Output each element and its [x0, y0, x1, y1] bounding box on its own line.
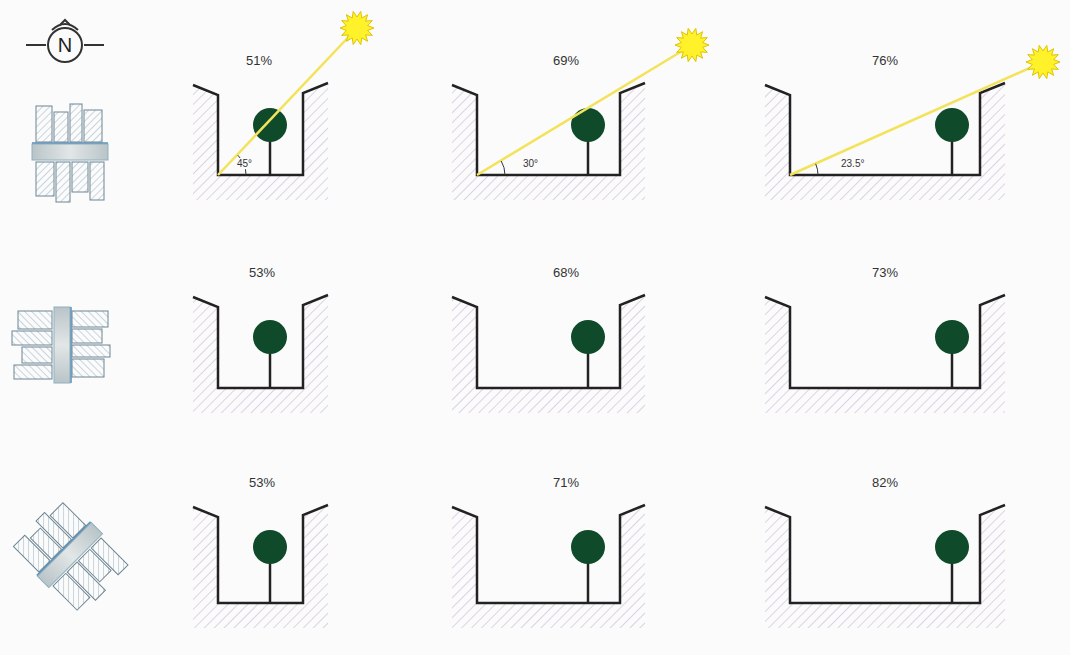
angle-arc	[816, 164, 818, 175]
ground-hatch	[452, 505, 645, 628]
building-block	[72, 345, 110, 357]
building-block	[72, 311, 108, 327]
street-section	[765, 295, 1005, 388]
tree-crown	[571, 530, 605, 564]
block-icon	[9, 494, 132, 617]
street-section	[452, 83, 645, 175]
percentage-label: 71%	[553, 475, 579, 490]
street-band	[54, 307, 70, 383]
building-block	[72, 329, 102, 343]
street-section	[452, 295, 645, 388]
ground-hatch	[193, 505, 328, 628]
building-block	[72, 359, 104, 377]
street-edge	[70, 307, 72, 383]
angle-arc	[501, 161, 505, 175]
street-edge	[37, 522, 91, 576]
street-section	[193, 505, 328, 603]
north-letter: N	[58, 34, 72, 57]
percentage-label: 51%	[246, 53, 272, 68]
percentage-label: 73%	[872, 265, 898, 280]
tree-crown	[935, 320, 969, 354]
block-icon	[32, 104, 108, 202]
percentage-label: 53%	[249, 265, 275, 280]
angle-label: 30°	[522, 158, 539, 169]
tree-crown	[253, 320, 287, 354]
building-block	[18, 311, 52, 329]
ground-hatch	[765, 83, 1005, 200]
building-block	[91, 538, 128, 575]
angle-label: 45°	[236, 158, 253, 169]
percentage-label: 82%	[872, 475, 898, 490]
building-block	[54, 112, 68, 142]
sun-ray	[790, 62, 1043, 175]
street-section	[452, 505, 645, 603]
building-block	[36, 162, 54, 196]
block-icon	[12, 307, 110, 383]
ground-hatch	[193, 295, 328, 413]
tree-crown	[935, 530, 969, 564]
street-band	[32, 144, 108, 160]
tree-crown	[571, 108, 605, 142]
tree-crown	[935, 108, 969, 142]
building-block	[70, 104, 82, 142]
sun	[340, 11, 374, 44]
sun	[675, 28, 709, 61]
street-edge	[32, 142, 108, 144]
sun-ray	[218, 28, 357, 175]
sun	[1026, 45, 1060, 78]
angle-label: 23.5°	[840, 158, 865, 169]
street-band	[37, 522, 102, 587]
building-block	[14, 365, 52, 379]
building-block	[22, 347, 52, 363]
ground-hatch	[452, 83, 645, 200]
north-circle: N	[47, 27, 83, 63]
ground-hatch	[193, 83, 328, 200]
percentage-label: 53%	[249, 475, 275, 490]
building-block	[84, 110, 102, 142]
building-block	[12, 331, 52, 345]
percentage-label: 69%	[553, 53, 579, 68]
ground-hatch	[452, 295, 645, 413]
street-section	[193, 295, 328, 388]
percentage-label: 76%	[872, 53, 898, 68]
ground-hatch	[765, 295, 1005, 413]
street-section	[765, 505, 1005, 603]
tree-crown	[253, 530, 287, 564]
tree-crown	[253, 108, 287, 142]
sun-ray	[477, 45, 692, 175]
tree-crown	[571, 320, 605, 354]
street-section	[765, 83, 1005, 175]
building-block	[72, 162, 88, 192]
percentage-label: 68%	[553, 265, 579, 280]
building-block	[90, 162, 104, 200]
ground-hatch	[765, 505, 1005, 628]
building-block	[36, 106, 52, 142]
building-block	[56, 162, 70, 202]
